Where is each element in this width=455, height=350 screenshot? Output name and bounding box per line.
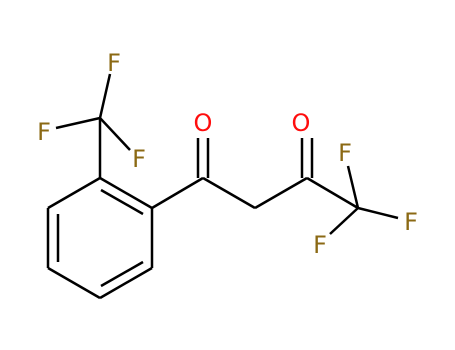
fluorine-left-label: F [37, 118, 51, 146]
cf3-terminal-f-right-bond [357, 206, 399, 220]
diketone-chain: O O [151, 109, 359, 210]
carbonyl2-to-cf3-bond [306, 176, 359, 210]
ring-to-carbonyl-bond [151, 176, 204, 210]
oxygen-1-label: O [194, 109, 213, 137]
benzene-ring [46, 176, 154, 300]
fluorine-cf3-right-label: F [404, 208, 418, 236]
ring-bond-3 [99, 266, 153, 300]
fluorine-cf3-top-label: F [338, 139, 352, 167]
fluorine-mid-label: F [132, 145, 146, 173]
cf3-terminal-f-bottom-bond [329, 207, 359, 235]
ch2-to-carbonyl2-bond [254, 176, 308, 210]
cf3-f-mid-bond [99, 117, 131, 151]
terminal-cf3-group: F F F [313, 139, 418, 259]
oxygen-2-label: O [292, 109, 311, 137]
ring-bond-1 [99, 176, 153, 210]
carbonyl1-to-ch2-bond [202, 176, 256, 210]
cf3-f-left-bond [55, 116, 101, 130]
ring-bond-4 [47, 266, 101, 300]
ring-double-bond-1 [100, 188, 144, 216]
cf3-terminal-f-top-bond [346, 165, 360, 209]
aryl-cf3-group: F F F [37, 49, 146, 178]
ring-bond-6 [47, 176, 101, 210]
fluorine-top-label: F [107, 49, 121, 77]
ring-double-bond-2 [100, 260, 144, 288]
fluorine-cf3-bottom-label: F [313, 231, 327, 259]
cf3-f-top-bond [98, 73, 112, 119]
